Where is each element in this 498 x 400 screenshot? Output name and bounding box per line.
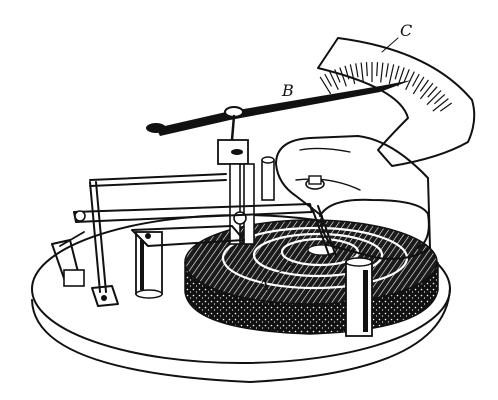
chart-scale — [317, 37, 476, 167]
scale-tick — [360, 62, 364, 83]
scale-tick — [419, 82, 434, 100]
scale-tick — [376, 62, 379, 77]
scale-tick — [403, 69, 410, 83]
scale-tick — [349, 64, 356, 85]
lever-assembly — [51, 181, 119, 307]
scale-tick — [433, 93, 446, 105]
scale-tick — [344, 65, 350, 80]
scale-tick — [380, 62, 384, 83]
label-c: C — [400, 21, 412, 40]
scale-tick — [355, 63, 359, 78]
scale-tick — [426, 90, 442, 106]
label-b: B — [281, 81, 294, 100]
linkage-rods — [73, 173, 313, 247]
paper-drum — [275, 135, 431, 260]
scale-tick — [412, 76, 425, 95]
scale-tick — [411, 73, 420, 87]
coil-spring-drum — [184, 219, 439, 335]
scale-tick — [319, 76, 332, 95]
drum-connector — [311, 205, 337, 259]
scale-tick — [388, 64, 395, 85]
label-a: A — [256, 275, 270, 294]
label-c-leader — [381, 37, 399, 53]
pointer-arm — [146, 80, 412, 142]
front-post — [135, 231, 163, 299]
scale-tick — [324, 73, 333, 87]
scale-tick — [329, 71, 339, 90]
scale-tick — [419, 79, 429, 92]
right-post — [345, 257, 373, 337]
scale-tick — [439, 102, 453, 112]
scale-tick — [365, 62, 368, 77]
scale-tick — [339, 67, 347, 87]
scale-tick — [427, 86, 438, 98]
scale-hatch — [319, 62, 453, 112]
scale-tick — [394, 65, 400, 80]
scale-tick — [432, 98, 449, 112]
label-a-leader — [269, 263, 293, 279]
scale-tick — [334, 69, 341, 83]
scale-tick — [385, 63, 389, 78]
